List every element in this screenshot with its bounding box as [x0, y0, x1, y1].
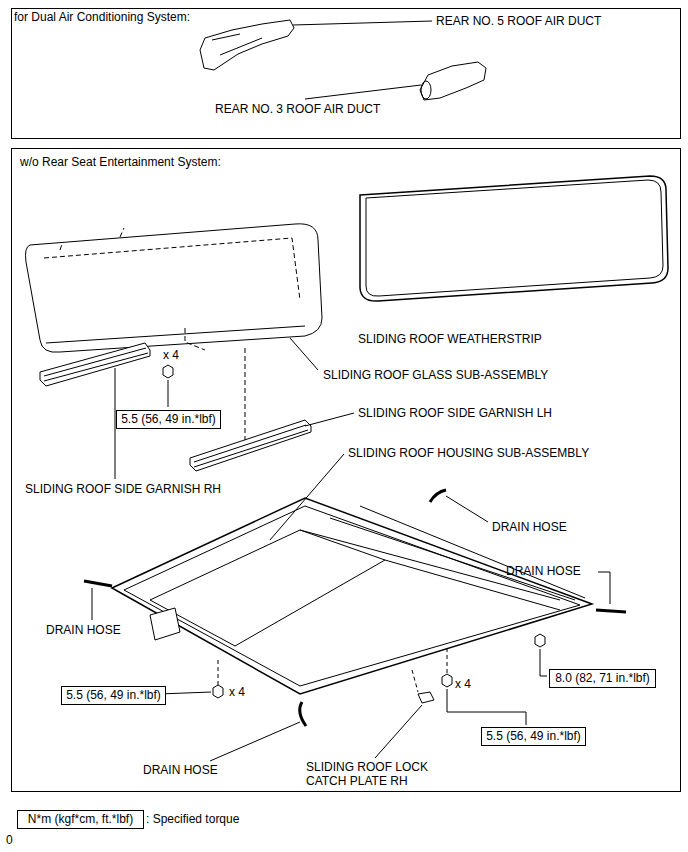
- air-duct: [420, 62, 486, 100]
- air-duct-detail: [212, 34, 262, 55]
- leader-line: [540, 649, 547, 676]
- leader-line: [210, 722, 300, 761]
- glass-hidden-line: [44, 228, 300, 300]
- air-duct: [200, 20, 294, 70]
- torque-box: 5.5 (56, 49 in.*lbf): [61, 686, 166, 705]
- part-label: REAR NO. 5 ROOF AIR DUCT: [436, 14, 601, 28]
- part-label: DRAIN HOSE: [143, 763, 218, 777]
- torque-value: 8.0 (82, 71 in.*lbf): [555, 671, 650, 685]
- part-label: x 4: [229, 685, 245, 699]
- torque-value: 5.5 (56, 49 in.*lbf): [66, 688, 161, 702]
- housing-rail: [300, 506, 585, 610]
- part-label: x 4: [455, 677, 471, 691]
- sliding-roof-housing: [112, 498, 592, 694]
- torque-value: 5.5 (56, 49 in.*lbf): [121, 412, 216, 426]
- weatherstrip: [360, 176, 668, 301]
- bolt: [442, 674, 452, 687]
- leader-line: [375, 705, 422, 758]
- part-label: : Specified torque: [146, 812, 239, 826]
- part-label: SLIDING ROOF SIDE GARNISH RH: [25, 482, 221, 496]
- alignment-line: [185, 328, 245, 455]
- catch-plate: [418, 692, 434, 703]
- part-label: SLIDING ROOF LOCK CATCH PLATE RH: [306, 760, 446, 788]
- bolt: [213, 685, 223, 698]
- part-label: SLIDING ROOF GLASS SUB-ASSEMBLY: [323, 368, 548, 382]
- part-label: SLIDING ROOF HOUSING SUB-ASSEMBLY: [348, 446, 589, 460]
- leader-line: [447, 689, 526, 725]
- torque-value: N*m (kgf*cm, ft.*lbf): [28, 812, 133, 826]
- leader-line: [159, 692, 211, 694]
- sliding-glass: [26, 224, 323, 352]
- side-garnish: [40, 343, 150, 386]
- part-label: SLIDING ROOF SIDE GARNISH LH: [358, 406, 552, 420]
- drain-hose: [300, 702, 306, 726]
- torque-box: 8.0 (82, 71 in.*lbf): [549, 669, 656, 688]
- drain-hose: [84, 581, 112, 586]
- bolt: [163, 365, 173, 378]
- section-panel: w/o Rear Seat Entertainment System: 5.5 (…: [11, 148, 681, 792]
- bolt: [535, 634, 545, 647]
- glass-edge: [46, 326, 305, 343]
- section-heading: w/o Rear Seat Entertainment System:: [20, 155, 221, 169]
- part-label: x 4: [163, 348, 179, 362]
- drain-hose: [596, 610, 626, 612]
- leader-line: [290, 338, 318, 370]
- leader-line: [305, 85, 421, 99]
- part-label: 0: [6, 833, 13, 847]
- part-label: DRAIN HOSE: [506, 564, 581, 578]
- leader-line: [270, 454, 344, 540]
- alignment-line: [447, 648, 448, 674]
- housing-opening: [150, 530, 385, 646]
- part-label: DRAIN HOSE: [46, 623, 121, 637]
- torque-value: 5.5 (56, 49 in.*lbf): [486, 729, 581, 743]
- alignment-line: [218, 660, 219, 685]
- section-heading: for Dual Air Conditioning System:: [14, 10, 190, 24]
- leader-line: [293, 21, 432, 25]
- leader-line: [598, 572, 610, 604]
- drive-motor: [150, 608, 180, 640]
- torque-box: 5.5 (56, 49 in.*lbf): [116, 410, 221, 429]
- garnish-detail: [44, 348, 148, 381]
- alignment-line: [412, 670, 418, 692]
- weatherstrip-inner: [366, 180, 663, 296]
- part-label: DRAIN HOSE: [492, 520, 567, 534]
- part-label: SLIDING ROOF WEATHERSTRIP: [358, 332, 542, 346]
- garnish-detail: [194, 425, 308, 467]
- leader-line: [305, 413, 354, 426]
- leader-line: [168, 380, 169, 407]
- drain-hose: [430, 490, 446, 502]
- leader-line: [92, 588, 93, 620]
- torque-box: N*m (kgf*cm, ft.*lbf): [17, 810, 144, 829]
- leader-line: [446, 496, 488, 522]
- torque-box: 5.5 (56, 49 in.*lbf): [481, 727, 586, 746]
- part-label: REAR NO. 3 ROOF AIR DUCT: [215, 102, 380, 116]
- air-duct-opening: [421, 81, 431, 99]
